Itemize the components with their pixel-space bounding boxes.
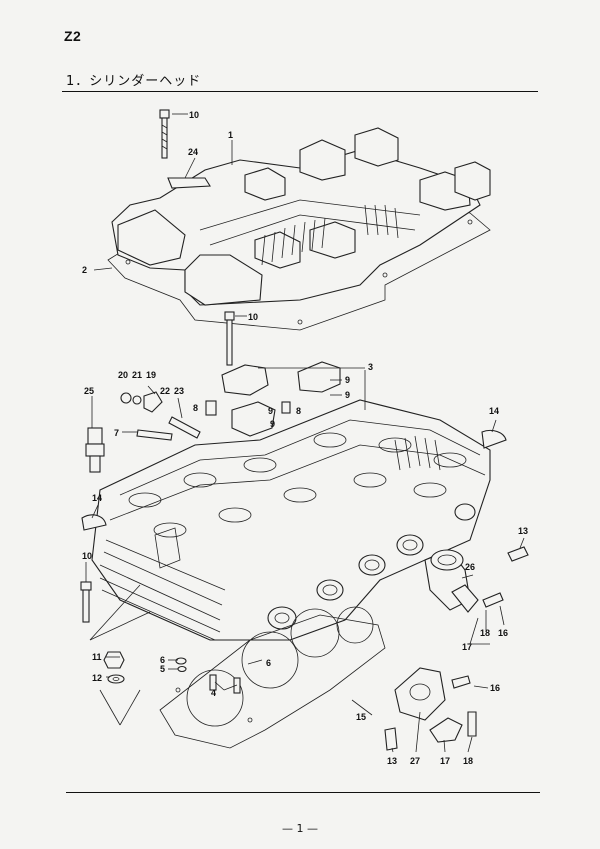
- callout-16-lower: 16: [490, 683, 500, 693]
- callout-17-lower: 17: [440, 756, 450, 766]
- callout-11: 11: [92, 652, 102, 662]
- page-number: — 1 —: [282, 822, 318, 835]
- callout-18-lower: 18: [463, 756, 473, 766]
- cylinder-head: [91, 399, 491, 641]
- callout-9-d: 9: [270, 419, 275, 429]
- screw-18-lower: [467, 711, 477, 737]
- callout-8-left: 8: [193, 403, 198, 413]
- callout-15: 15: [356, 712, 366, 722]
- callout-17-right: 17: [462, 642, 472, 652]
- callout-27: 27: [410, 756, 420, 766]
- footer-rule: [66, 792, 540, 793]
- callout-13-lower: 13: [387, 756, 397, 766]
- leader-lines: [85, 113, 525, 753]
- bushing-13-lower: [384, 727, 398, 751]
- header-rule: [62, 91, 538, 92]
- callout-6-left: 6: [160, 655, 165, 665]
- cover-bolt-top: [159, 109, 170, 159]
- callout-12: 12: [92, 673, 102, 683]
- washer-12: [107, 674, 125, 684]
- spark-plug: [85, 427, 105, 473]
- screw-16-lower: [451, 675, 471, 689]
- callout-5: 5: [160, 664, 165, 674]
- callout-3: 3: [368, 362, 373, 372]
- cam-holders: [205, 361, 341, 437]
- callout-4: 4: [211, 688, 216, 698]
- head-gasket: [159, 606, 386, 749]
- callout-14-right: 14: [489, 406, 499, 416]
- callout-19: 19: [146, 370, 156, 380]
- intake-holder-lower: [394, 667, 463, 743]
- plug-24: [167, 177, 211, 189]
- callout-16-right: 16: [498, 628, 508, 638]
- callout-9-c: 9: [268, 406, 273, 416]
- callout-26: 26: [465, 562, 475, 572]
- stud-7: [136, 429, 173, 441]
- screw-16-upper: [482, 592, 504, 608]
- callout-9-b: 9: [345, 390, 350, 400]
- callout-22: 22: [160, 386, 170, 396]
- nut-11: [103, 651, 125, 669]
- half-moon-plug-right: [481, 429, 507, 449]
- callout-2: 2: [82, 265, 87, 275]
- callout-13-right: 13: [518, 526, 528, 536]
- section-title: 1．シリンダーヘッド: [66, 74, 202, 89]
- callout-18-right: 18: [480, 628, 490, 638]
- small-fittings: [120, 391, 201, 439]
- callout-7: 7: [114, 428, 119, 438]
- callout-1: 1: [228, 130, 233, 140]
- o-ring-5: [177, 665, 187, 673]
- o-ring-6a: [175, 657, 187, 665]
- callout-10-top: 10: [189, 110, 199, 120]
- head-bolt-left: [80, 581, 92, 623]
- callout-10-left: 10: [82, 551, 92, 561]
- model-code: Z2: [64, 28, 82, 44]
- callout-10-mid: 10: [248, 312, 258, 322]
- callout-6-right: 6: [266, 658, 271, 668]
- head-cover: [107, 127, 491, 331]
- intake-holder: [424, 549, 479, 613]
- callout-8-right: 8: [296, 406, 301, 416]
- half-moon-plug-left: [81, 514, 107, 531]
- callout-24: 24: [188, 147, 198, 157]
- cover-bolt-mid: [224, 311, 235, 366]
- callout-9-a: 9: [345, 375, 350, 385]
- callouts: 10 1 24 2 10 3 9 9 20 21 19 22 23 8 9 9 …: [82, 110, 528, 766]
- callout-21: 21: [132, 370, 142, 380]
- callout-23: 23: [174, 386, 184, 396]
- callout-14-left: 14: [92, 493, 102, 503]
- dowel-pin-4b: [233, 677, 241, 694]
- callout-20: 20: [118, 370, 128, 380]
- bushing-13: [507, 546, 529, 562]
- callout-25: 25: [84, 386, 94, 396]
